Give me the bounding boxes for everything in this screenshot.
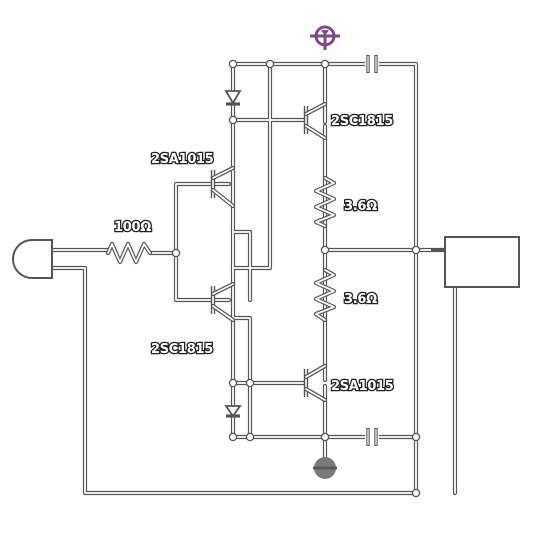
audio-input-jack-icon	[12, 239, 53, 279]
supply-positive-icon	[310, 25, 340, 50]
input-resistor-label: 100Ω	[114, 220, 151, 235]
wires	[49, 61, 458, 496]
junction-dots	[171, 59, 421, 498]
upper-pnp-predriver-transistor	[210, 165, 236, 209]
supply-negative-icon	[313, 457, 337, 479]
upper-npn-label: 2SC1815	[331, 114, 393, 129]
upper-resistor-label: 3.6Ω	[344, 199, 377, 214]
lower-diode	[224, 405, 242, 418]
lower-resistor-label: 3.6Ω	[344, 292, 377, 307]
lower-pnp-driver-transistor	[303, 363, 328, 403]
upper-npn-driver-transistor	[303, 101, 328, 141]
upper-capacitor	[365, 54, 379, 74]
upper-emitter-resistor	[313, 175, 337, 229]
lower-emitter-resistor	[313, 267, 337, 323]
lower-pnp-label: 2SA1015	[331, 379, 394, 394]
input-resistor	[105, 241, 153, 265]
upper-pnp-label: 2SA1015	[151, 152, 214, 167]
lower-npn-predriver-transistor	[210, 281, 236, 323]
lower-npn-label: 2SC1815	[151, 342, 213, 357]
speaker-icon	[431, 236, 520, 288]
lower-capacitor	[365, 427, 379, 447]
upper-diode	[224, 90, 242, 106]
